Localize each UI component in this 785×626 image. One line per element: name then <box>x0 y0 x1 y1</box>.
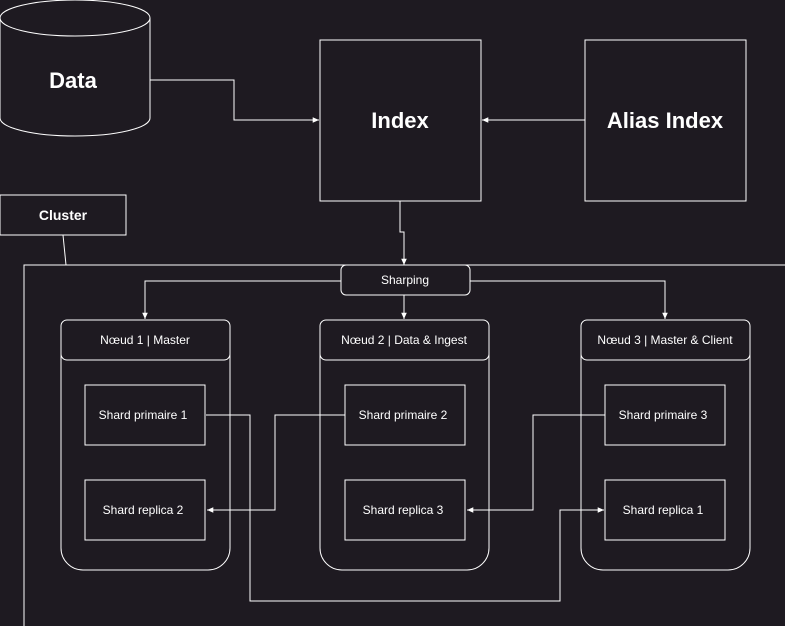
edge-primaire-2-to-replica-2 <box>207 414 345 513</box>
edge-sharping-to-node-3 <box>470 280 668 319</box>
shard-primaire-2-label: Shard primaire 2 <box>359 408 448 422</box>
shard-primaire-3-label: Shard primaire 3 <box>619 408 708 422</box>
cluster-label-connector <box>62 234 67 266</box>
edge-sharping-to-node-1 <box>142 280 341 319</box>
node-3-title: Nœud 3 | Master & Client <box>597 333 733 347</box>
sharping-box[interactable]: Sharping <box>340 264 471 296</box>
shard-primaire-1-label: Shard primaire 1 <box>99 408 188 422</box>
shard-replica-3-label: Shard replica 3 <box>363 503 444 517</box>
node-3-header[interactable]: Nœud 3 | Master & Client <box>580 319 751 361</box>
edge-primaire-3-to-replica-3 <box>467 414 605 513</box>
shard-primaire-3-box[interactable]: Shard primaire 3 <box>604 384 726 446</box>
node-1-title: Nœud 1 | Master <box>100 333 190 347</box>
edge-index-to-sharping <box>399 201 407 265</box>
shard-replica-1-label: Shard replica 1 <box>623 503 704 517</box>
shard-replica-3-box[interactable]: Shard replica 3 <box>344 479 466 541</box>
shard-replica-1-box[interactable]: Shard replica 1 <box>604 479 726 541</box>
cluster-label-box[interactable]: Cluster <box>0 194 127 236</box>
shard-primaire-1-box[interactable]: Shard primaire 1 <box>84 384 206 446</box>
edge-data-to-index <box>150 79 319 123</box>
index-label: Index <box>371 108 429 133</box>
data-store-label: Data <box>49 68 97 93</box>
data-store-cylinder[interactable]: Data <box>0 0 151 137</box>
node-2-header[interactable]: Nœud 2 | Data & Ingest <box>319 319 490 361</box>
alias-index-box[interactable]: Alias Index <box>584 39 747 202</box>
shard-primaire-2-box[interactable]: Shard primaire 2 <box>344 384 466 446</box>
alias-index-label: Alias Index <box>607 108 724 133</box>
node-2-title: Nœud 2 | Data & Ingest <box>341 333 468 347</box>
cluster-label: Cluster <box>39 207 88 223</box>
node-1-header[interactable]: Nœud 1 | Master <box>60 319 231 361</box>
index-box[interactable]: Index <box>319 39 482 202</box>
edge-primaire-1-to-replica-1 <box>206 414 604 602</box>
shard-replica-2-box[interactable]: Shard replica 2 <box>84 479 206 541</box>
sharping-label: Sharping <box>381 273 429 287</box>
shard-replica-2-label: Shard replica 2 <box>103 503 184 517</box>
